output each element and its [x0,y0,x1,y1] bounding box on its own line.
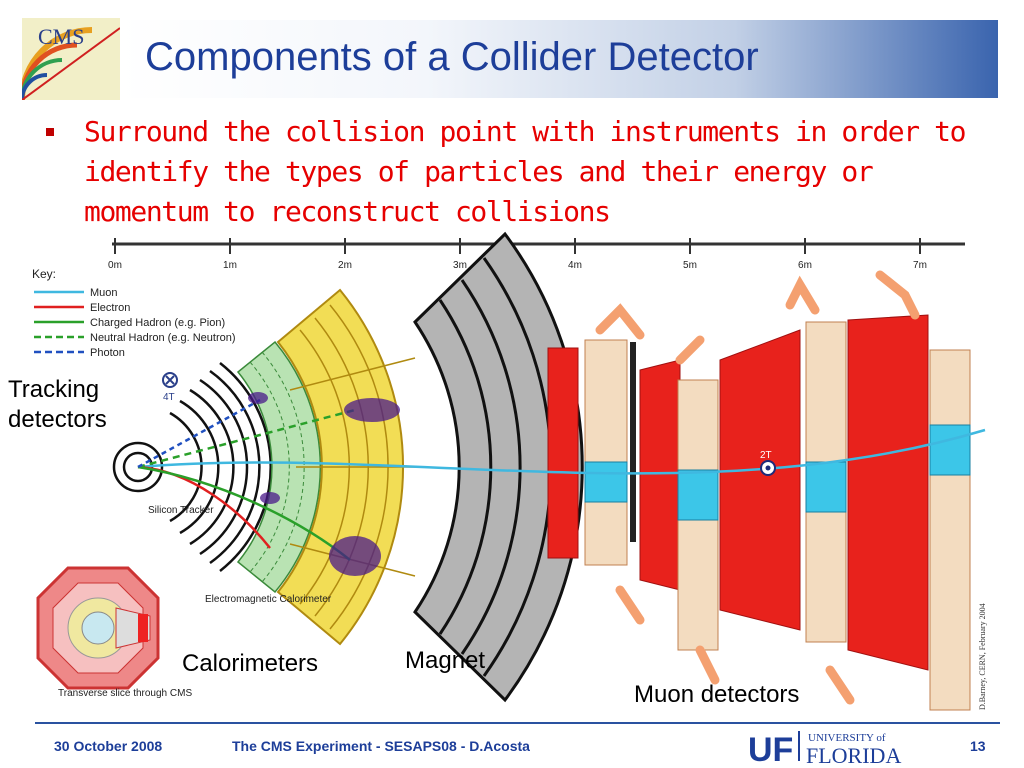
bullet-text: Surround the collision point with instru… [84,115,966,228]
credit-text: D.Barney, CERN, February 2004 [978,603,987,710]
silicon-tracker-arcs [112,362,272,572]
scale-tick-label: 6m [798,260,812,271]
footer-talk: The CMS Experiment - SESAPS08 - D.Acosta [232,738,530,754]
svg-text:2T: 2T [760,450,772,461]
scale-tick-label: 2m [338,260,352,271]
scale-tick-label: 7m [913,260,927,271]
page-number: 13 [970,738,986,754]
key-label: Electron [90,302,130,314]
svg-text:FLORIDA: FLORIDA [806,743,901,765]
particle-tracks [137,398,986,561]
energy-showers [248,392,400,576]
label-silicon: Silicon Tracker [148,505,214,516]
svg-text:UNIVERSITY of: UNIVERSITY of [808,732,886,744]
field-2t-icon: 2T [760,450,776,476]
footer-date: 30 October 2008 [54,738,163,754]
svg-text:CMS: CMS [38,24,84,49]
label-muon-detectors: Muon detectors [634,681,800,708]
bullet-marker [46,128,54,136]
key-label: Muon [90,287,118,299]
ecal-band [236,340,322,594]
neutron-track [137,408,356,469]
key-label: Neutral Hadron (e.g. Neutron) [90,332,236,344]
key-title: Key: [32,267,56,281]
uf-logo: UF UNIVERSITY of FLORIDA [748,731,901,765]
label-magnet: Magnet [405,647,486,674]
distance-scale: 0m 1m 2m 3m 4m 5m 6m 7m [108,238,965,271]
field-4t-icon: 4T [162,372,178,403]
scale-tick-label: 3m [453,260,467,271]
scale-tick-label: 1m [223,260,237,271]
cms-logo: CMS [22,18,120,100]
cms-detector-diagram: 0m 1m 2m 3m 4m 5m 6m 7m Key: MuonElectronCharge… [32,231,987,711]
scale-tick-label: 5m [683,260,697,271]
label-transverse: Transverse slice through CMS [58,688,192,699]
label-ecal: Electromagnetic Calorimeter [205,594,332,605]
svg-text:UF: UF [748,731,793,765]
label-tracking: Tracking detectors [8,376,107,433]
slide-title: Components of a Collider Detector [145,35,759,79]
label-calorimeters: Calorimeters [182,650,319,677]
key-label: Photon [90,347,125,359]
muon-system [547,270,971,711]
key-label: Charged Hadron (e.g. Pion) [90,317,225,329]
transverse-slice-inset [36,566,160,690]
footer-divider [35,722,1000,724]
scale-tick-label: 0m [108,260,122,271]
svg-text:4T: 4T [163,392,175,403]
muon-track [137,428,986,475]
scale-tick-label: 4m [568,260,582,271]
pion-track [137,465,351,561]
title-bar [120,20,998,98]
